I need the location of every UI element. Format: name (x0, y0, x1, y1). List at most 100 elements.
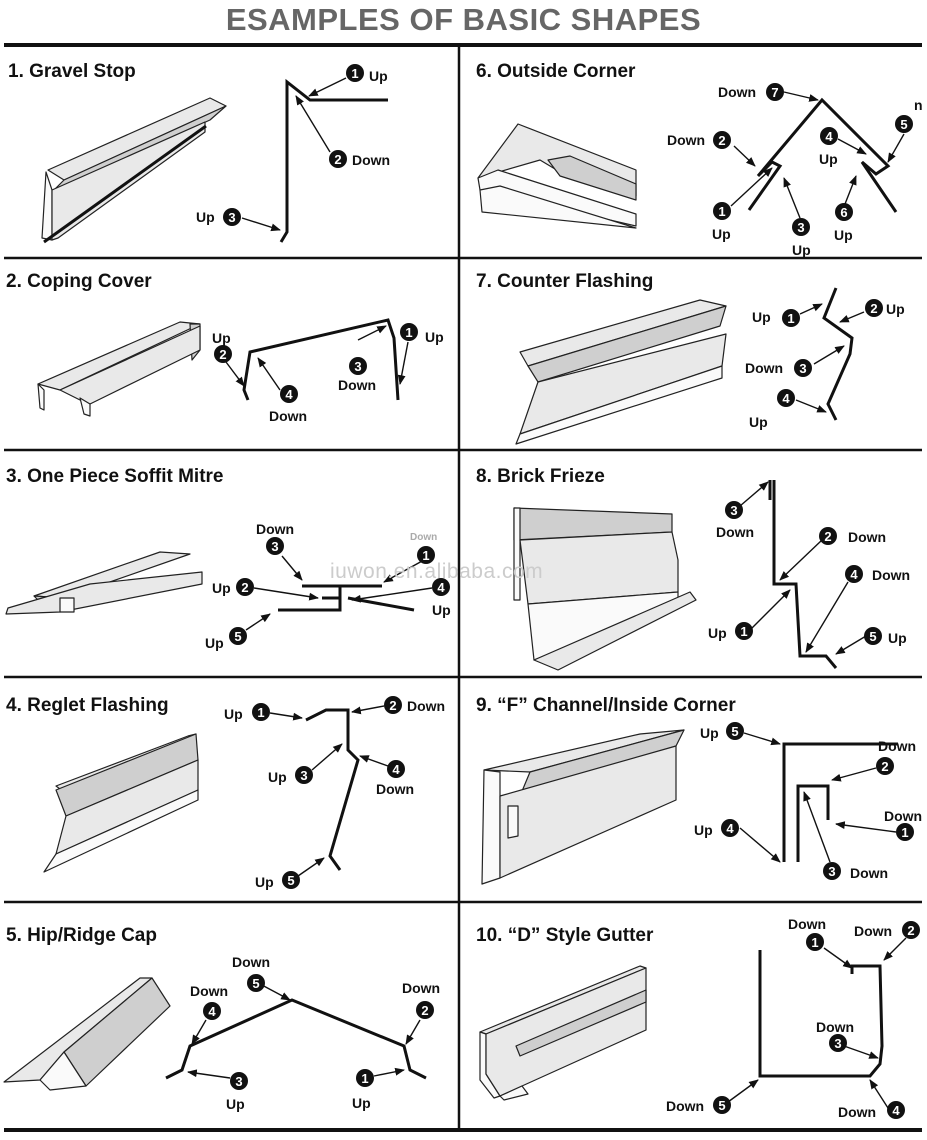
callout-number: 1 (811, 935, 818, 950)
d-gutter-illustration (479, 965, 647, 1101)
panel-title-counter-flashing: 7. Counter Flashing (476, 271, 653, 292)
callout-number: 4 (892, 1103, 900, 1118)
reglet-flashing-illustration (43, 733, 199, 873)
panel-title-d-gutter: 10. “D” Style Gutter (476, 925, 654, 946)
callout-number: 7 (771, 85, 778, 100)
watermark: iuwon.en.alibaba.com (330, 560, 544, 583)
panel-title-hip-ridge-cap: 5. Hip/Ridge Cap (6, 925, 157, 946)
callout-label: Down (788, 916, 826, 932)
callout-label: Down (854, 923, 892, 939)
callout-label: Down (884, 808, 922, 824)
reglet-flashing-profile (305, 708, 360, 871)
callout-label: Up (886, 301, 905, 317)
callout-number: 6 (840, 205, 847, 220)
callout-label: Up (708, 625, 727, 641)
soffit-mitre-illustration (5, 551, 203, 615)
callout-number: 3 (730, 503, 737, 518)
gravel-stop-profile (279, 78, 388, 243)
callout-number: 3 (799, 361, 806, 376)
callout-number: 4 (392, 762, 400, 777)
callout-number: 4 (437, 580, 445, 595)
soffit-mitre-callouts: 3 Down 1 Down 2 Up 4 Up 5 Up (205, 521, 451, 651)
d-gutter-profile (758, 950, 884, 1078)
callout-number: 1 (740, 624, 747, 639)
outside-corner-profile (747, 97, 898, 213)
callout-number: 2 (421, 1003, 428, 1018)
counter-flashing-callouts: 1 Up 2 Up 3 Down 4 Up (745, 299, 905, 430)
callout-label: Down (407, 698, 445, 714)
callout-number: 4 (825, 129, 833, 144)
callout-label: Up (212, 330, 231, 346)
callout-label: Up (694, 822, 713, 838)
callout-label: Down (256, 521, 294, 537)
callout-number: 3 (235, 1074, 242, 1089)
page-title: ESAMPLES OF BASIC SHAPES (225, 2, 702, 37)
callout-label: Up (888, 630, 907, 646)
panel-title-brick-frieze: 8. Brick Frieze (476, 466, 605, 487)
gravel-stop-callouts: 1 Up 2 Down 3 Up (196, 64, 390, 232)
callout-label: Up (205, 635, 224, 651)
panel-title-soffit-mitre: 3. One Piece Soffit Mitre (6, 466, 224, 487)
callout-label: Up (212, 580, 231, 596)
callout-number: 5 (287, 873, 294, 888)
callout-number: 1 (422, 548, 429, 563)
callout-number: 2 (870, 301, 877, 316)
gravel-stop-illustration (41, 97, 227, 244)
callout-label: Down (816, 1019, 854, 1035)
callout-label: Up (425, 329, 444, 345)
callout-label: Down (402, 980, 440, 996)
callout-number: 1 (901, 825, 908, 840)
callout-number: 3 (834, 1036, 841, 1051)
callout-label: Up (224, 706, 243, 722)
brick-frieze-callouts: 3 Down 2 Down 4 Down 1 Up 5 Up (708, 481, 910, 655)
callout-number: 5 (731, 724, 738, 739)
callout-number: 1 (787, 311, 794, 326)
callout-label: Up (834, 227, 853, 243)
callout-label: Down (872, 567, 910, 583)
callout-number: 5 (900, 117, 907, 132)
callout-number: 1 (257, 705, 264, 720)
callout-number: 5 (234, 629, 241, 644)
coping-cover-profile (242, 318, 400, 401)
brick-frieze-illustration (513, 507, 697, 671)
callout-label: Up (712, 226, 731, 242)
callout-number: 1 (361, 1071, 368, 1086)
callout-number: 4 (726, 821, 734, 836)
callout-label: Down (666, 1098, 704, 1114)
callout-label: Down (745, 360, 783, 376)
panel-title-f-channel: 9. “F” Channel/Inside Corner (476, 695, 736, 716)
callout-number: 2 (881, 759, 888, 774)
callout-number: 3 (300, 768, 307, 783)
panel-title-reglet-flashing: 4. Reglet Flashing (6, 695, 169, 716)
f-channel-profile (782, 742, 898, 862)
callout-label: Down (269, 408, 307, 424)
callout-label: Up (255, 874, 274, 890)
callout-label: Up (432, 602, 451, 618)
callout-label: Down (410, 532, 437, 543)
callout-label: Up (792, 242, 811, 258)
soffit-mitre-profile (278, 584, 415, 612)
callout-number: 2 (718, 133, 725, 148)
callout-label: Up (196, 209, 215, 225)
callout-number: 3 (228, 210, 235, 225)
outside-corner-illustration (477, 123, 637, 229)
coping-cover-illustration (37, 321, 201, 417)
panel-grid (4, 43, 922, 1132)
callout-label: Up (226, 1096, 245, 1112)
callout-number: 1 (351, 66, 358, 81)
callout-number: 1 (718, 204, 725, 219)
callout-label: Down (718, 84, 756, 100)
callout-label: Down (376, 781, 414, 797)
callout-label: Up (700, 725, 719, 741)
callout-label: Down (190, 983, 228, 999)
hip-ridge-cap-callouts: 5 Down 4 Down 2 Down 3 Up 1 Up (187, 954, 440, 1112)
callout-label: Down (232, 954, 270, 970)
callout-label: Down (838, 1104, 876, 1120)
coping-cover-callouts: 2 Up 4 Down 3 Down 1 Up (212, 323, 444, 424)
callout-label: Down (850, 865, 888, 881)
callout-number: 4 (782, 391, 790, 406)
callout-number: 5 (869, 629, 876, 644)
callout-number: 2 (907, 923, 914, 938)
d-gutter-callouts: 1 Down 2 Down 3 Down 5 Down 4 Down (666, 916, 920, 1120)
